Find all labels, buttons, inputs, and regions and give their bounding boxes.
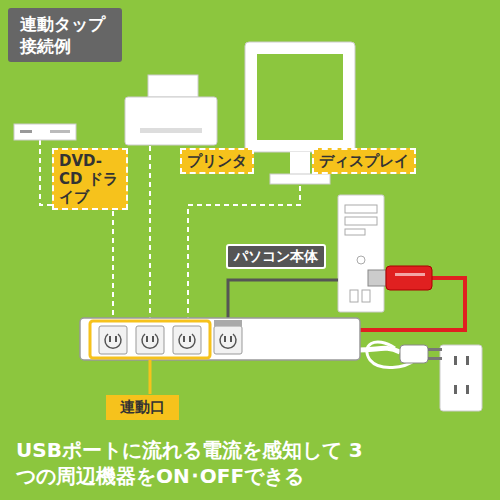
usb-plug [368, 266, 432, 290]
pc-tower [338, 195, 384, 312]
dvd-drive [14, 124, 76, 140]
power-plug [400, 345, 442, 363]
leader-line [149, 360, 152, 394]
printer [125, 75, 217, 145]
label-box: 連動口 [106, 395, 179, 420]
label-text: ディスプレイ [319, 152, 409, 170]
label-text: 連動口 [120, 398, 165, 417]
label-box: ディスプレイ [312, 148, 416, 174]
label-text: パソコン本体 [234, 248, 318, 265]
label-text: DVD-CD ドライブ [59, 152, 121, 206]
title-text: 連動タップ 接続例 [20, 13, 110, 57]
label-text: プリンタ [187, 152, 247, 170]
wall-outlet [440, 345, 482, 411]
title-box: 連動タップ 接続例 [8, 8, 122, 62]
power-strip [80, 318, 360, 360]
label-box: DVD-CD ドライブ [52, 148, 128, 210]
printer-line [149, 146, 151, 322]
caption: USBポートに流れる電流を感知して 3つの周辺機器をON･OFFできる [16, 437, 366, 489]
caption-text: USBポートに流れる電流を感知して 3つの周辺機器をON･OFFできる [16, 437, 366, 489]
label-box: パソコン本体 [226, 244, 326, 269]
pc-power-cable [228, 280, 338, 318]
label-box: プリンタ [180, 148, 254, 174]
